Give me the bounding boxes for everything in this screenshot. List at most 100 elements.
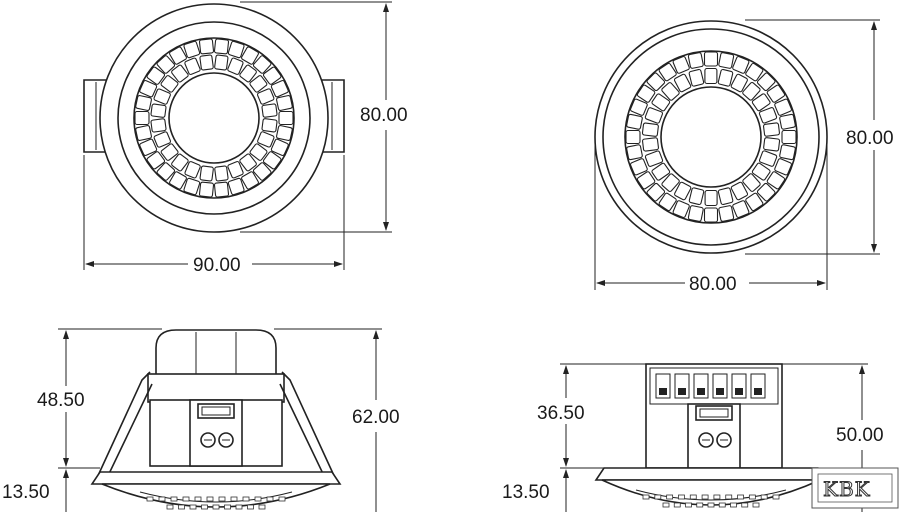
dome-dot (266, 496, 274, 502)
dome-dot (218, 496, 226, 502)
lens-segment (262, 151, 282, 170)
lens-segment (704, 189, 718, 207)
dome-dot (696, 502, 704, 508)
lens-segment (184, 57, 201, 76)
dim-bottom-right-upper: 36.50 (537, 403, 585, 424)
terminal-screw (754, 388, 762, 395)
dome-dot (235, 504, 243, 510)
dome-dot (718, 502, 726, 508)
lens-segment (270, 138, 289, 156)
terminal-screw (697, 388, 705, 395)
lens-segment (630, 158, 648, 176)
dome-dot (189, 504, 197, 510)
dome-dot (748, 494, 756, 500)
lens-segment (661, 173, 680, 193)
lens-segment (160, 143, 179, 161)
lens-segment (658, 62, 677, 82)
lens-segment (214, 165, 229, 182)
lens-segment (636, 84, 656, 103)
lens-segment (276, 125, 293, 141)
dome-dot (170, 496, 178, 502)
lens-segment (227, 57, 244, 75)
dome-dot (158, 496, 166, 502)
lens-segment (718, 205, 735, 222)
dome-dot (689, 494, 697, 500)
dim-bottom-right-total: 50.00 (836, 425, 884, 446)
lens-segment (183, 177, 201, 196)
dome-dot (206, 496, 214, 502)
lens-segment (766, 171, 786, 190)
lens-segment (781, 129, 797, 145)
dome-dot (166, 504, 174, 510)
lens-pattern-top-right (625, 51, 797, 223)
dim-bottom-right-lower: 13.50 (502, 482, 550, 503)
dome-dot (662, 502, 670, 508)
lens-segment (199, 54, 214, 71)
bottom-left-view (90, 329, 342, 510)
dome-dot (752, 502, 760, 508)
lens-segment (651, 162, 671, 181)
lens-segment (214, 54, 229, 71)
terminal-screw (659, 388, 667, 395)
lens-segment (774, 98, 792, 116)
dome-dot (741, 502, 749, 508)
lens-segment (150, 118, 167, 133)
lens-segment (630, 98, 648, 116)
lens-segment (252, 162, 272, 181)
lens-segment (730, 73, 748, 93)
dome-dot (666, 494, 674, 500)
dome-dot (230, 496, 238, 502)
dome-dot (673, 502, 681, 508)
dim-bottom-left-lower: 13.50 (2, 482, 50, 503)
dome-dot (642, 494, 650, 500)
lens-segment (169, 46, 187, 65)
lens-segment (651, 93, 671, 112)
lens-segment (756, 182, 776, 202)
dome-dot (178, 504, 185, 510)
lens-segment (672, 56, 690, 74)
bottom-right-dimensions: 36.50 13.50 50.00 (502, 363, 884, 512)
lens-segment (249, 143, 268, 161)
terminal-screw (716, 388, 724, 395)
lens-segment (184, 161, 201, 179)
dome-dot (678, 494, 685, 500)
terminal-screw (735, 388, 743, 395)
lens-segment (730, 181, 749, 201)
lens-segment (687, 52, 704, 69)
bottom-right-view (594, 363, 828, 508)
lens-segment (758, 150, 778, 167)
dome-lens-dots-left (146, 496, 286, 510)
top-left-dimensions: 80.00 90.00 (83, 1, 408, 276)
dome-dot (707, 502, 715, 508)
lens-segment (239, 64, 257, 83)
lens-segment (674, 181, 692, 201)
lens-segment (703, 207, 719, 223)
lens-segment (213, 38, 230, 55)
lens-segment (718, 52, 735, 69)
terminal-strip (655, 373, 766, 399)
dome-dot (725, 494, 733, 500)
lens-segment (658, 192, 677, 212)
lens-segment (153, 88, 171, 105)
lens-segment (626, 113, 643, 130)
lens-segment (262, 66, 282, 85)
lens-segment (732, 56, 750, 74)
lens-segment (256, 88, 275, 105)
lens-segment (160, 75, 179, 93)
lens-segment (156, 55, 176, 74)
lens-segment (779, 113, 796, 130)
dome-dot (737, 494, 744, 500)
dim-top-left-width: 90.00 (193, 255, 241, 276)
lens-segment (763, 137, 781, 152)
lens-segment (139, 138, 158, 156)
lens-segment (134, 110, 150, 126)
lens-segment (745, 62, 764, 82)
lens-segment (751, 93, 771, 112)
lens-segment (779, 144, 796, 161)
lens-segment (687, 205, 704, 222)
dome-dot (685, 502, 692, 508)
lens-segment (227, 177, 245, 196)
lens-segment (717, 187, 734, 206)
dome-dot (201, 504, 208, 510)
lens-segment (276, 95, 293, 111)
